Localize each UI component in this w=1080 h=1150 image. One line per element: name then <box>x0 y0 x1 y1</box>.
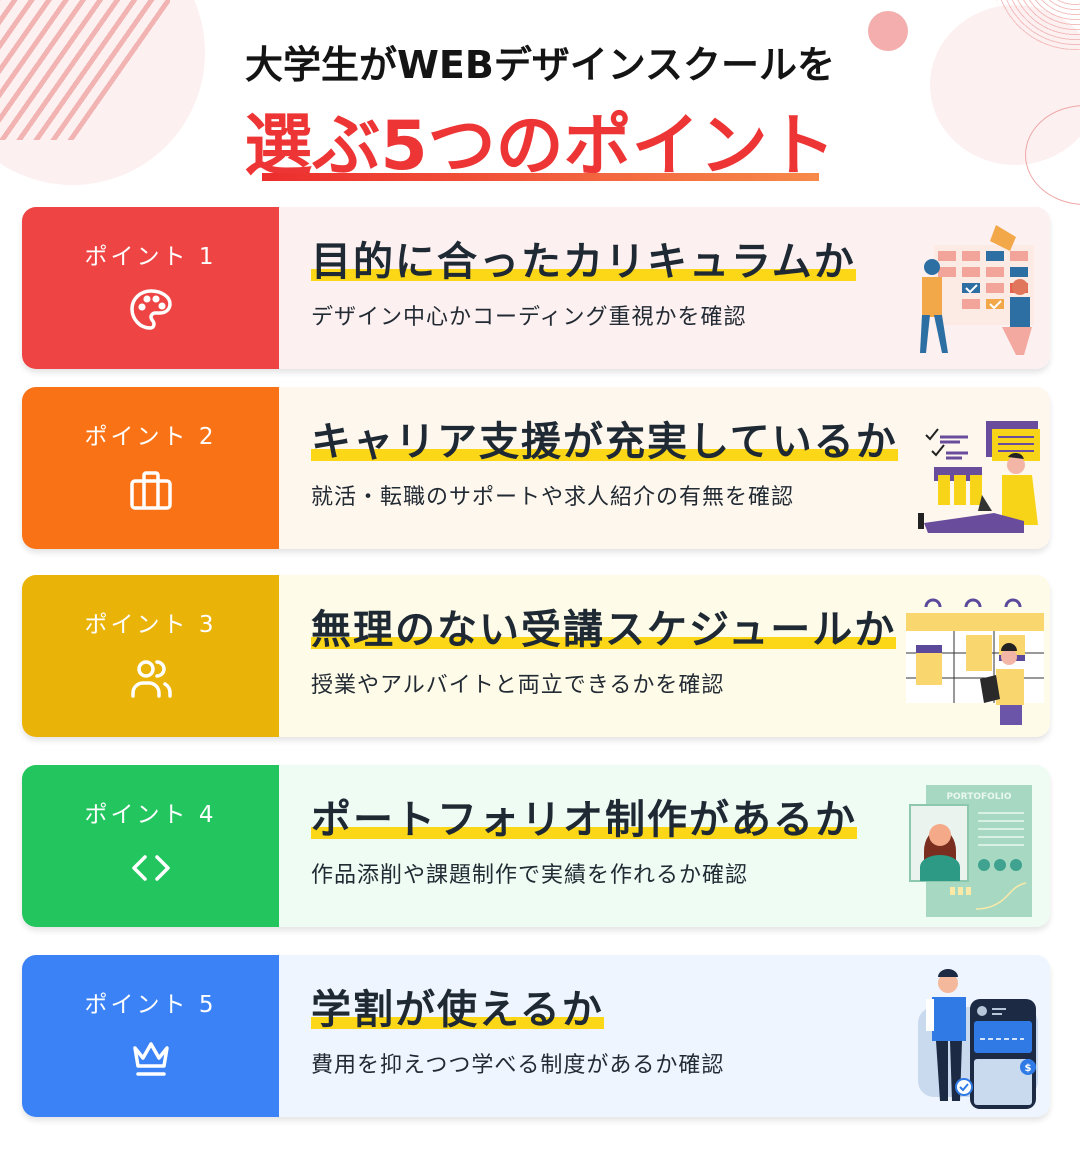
point-card-1: ポイント 1 目的に合ったカリキュラムか デザイン中心かコーディング重視かを確認 <box>22 207 1050 369</box>
point-title: 学割が使えるか <box>311 987 604 1033</box>
point-content: キャリア支援が充実しているか 就活・転職のサポートや求人紹介の有無を確認 <box>279 387 1050 549</box>
schedule-board-illustration <box>920 225 1034 355</box>
portfolio-illustration: PORTOFOLIO <box>909 785 1032 917</box>
point-label: ポイント 5 <box>84 992 217 1018</box>
point-label: ポイント 4 <box>84 802 217 828</box>
point-badge: ポイント 1 <box>22 207 279 369</box>
point-description: 就活・転職のサポートや求人紹介の有無を確認 <box>311 485 795 510</box>
page-title: 選ぶ5つのポイント <box>244 107 836 186</box>
point-content: 無理のない受講スケジュールか 授業やアルバイトと両立できるかを確認 <box>279 575 1050 737</box>
point-badge: ポイント 2 <box>22 387 279 549</box>
page-subtitle: 大学生がWEBデザインスクールを <box>244 43 836 87</box>
point-badge: ポイント 4 <box>22 765 279 927</box>
calendar-illustration <box>906 598 1044 725</box>
users-icon <box>126 653 176 703</box>
point-content: ポートフォリオ制作があるか 作品添削や課題制作で実績を作れるか確認 PORTOF… <box>279 765 1050 927</box>
point-label: ポイント 2 <box>84 424 217 450</box>
point-content: 目的に合ったカリキュラムか デザイン中心かコーディング重視かを確認 <box>279 207 1050 369</box>
point-title: 目的に合ったカリキュラムか <box>311 239 856 285</box>
point-label: ポイント 3 <box>84 612 217 638</box>
point-badge: ポイント 5 <box>22 955 279 1117</box>
point-description: 費用を抑えつつ学べる制度があるか確認 <box>311 1053 725 1078</box>
point-title: キャリア支援が充実しているか <box>311 419 898 465</box>
point-card-3: ポイント 3 無理のない受講スケジュールか 授業やアルバイトと両立できるかを確認 <box>22 575 1050 737</box>
laptop-worker-illustration <box>918 421 1040 533</box>
svg-text:PORTOFOLIO: PORTOFOLIO <box>946 792 1011 802</box>
svg-text:$: $ <box>1025 1063 1032 1074</box>
crown-icon <box>126 1033 176 1083</box>
point-description: 授業やアルバイトと両立できるかを確認 <box>311 673 725 698</box>
payment-phone-illustration: $ <box>918 969 1038 1109</box>
point-label: ポイント 1 <box>84 244 217 270</box>
point-card-4: ポイント 4 ポートフォリオ制作があるか 作品添削や課題制作で実績を作れるか確認… <box>22 765 1050 927</box>
code-icon <box>126 843 176 893</box>
title-underline <box>262 173 819 181</box>
point-card-5: ポイント 5 学割が使えるか 費用を抑えつつ学べる制度があるか確認 $ <box>22 955 1050 1117</box>
point-badge: ポイント 3 <box>22 575 279 737</box>
point-title: 無理のない受講スケジュールか <box>311 607 897 653</box>
point-description: 作品添削や課題制作で実績を作れるか確認 <box>311 863 749 888</box>
point-description: デザイン中心かコーディング重視かを確認 <box>311 305 747 330</box>
point-content: 学割が使えるか 費用を抑えつつ学べる制度があるか確認 $ <box>279 955 1050 1117</box>
point-title: ポートフォリオ制作があるか <box>311 797 857 843</box>
palette-icon <box>126 285 176 335</box>
point-card-2: ポイント 2 キャリア支援が充実しているか 就活・転職のサポートや求人紹介の有無… <box>22 387 1050 549</box>
briefcase-icon <box>126 465 176 515</box>
